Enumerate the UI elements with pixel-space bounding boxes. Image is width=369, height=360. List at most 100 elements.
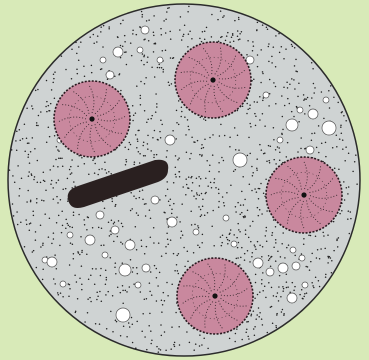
stipple-dot <box>50 103 52 105</box>
stipple-dot <box>275 35 277 37</box>
stipple-dot <box>132 324 134 326</box>
stipple-dot <box>350 218 352 220</box>
stipple-dot <box>249 104 251 106</box>
stipple-dot <box>245 216 247 218</box>
stipple-dot <box>97 35 99 37</box>
stipple-dot <box>177 270 179 272</box>
stipple-dot <box>68 225 70 227</box>
stipple-dot <box>158 64 160 66</box>
stipple-dot <box>37 125 39 127</box>
stipple-dot <box>201 41 203 43</box>
stipple-dot <box>337 246 339 248</box>
stipple-dot <box>282 309 284 311</box>
stipple-dot <box>30 222 32 224</box>
stipple-dot <box>126 161 128 163</box>
stipple-dot <box>158 348 160 350</box>
bubble <box>297 107 303 113</box>
stipple-dot <box>30 201 32 203</box>
stipple-dot <box>108 171 110 173</box>
stipple-dot <box>202 31 204 33</box>
stipple-dot <box>24 123 26 125</box>
bubble <box>193 229 199 235</box>
stipple-dot <box>166 11 168 13</box>
stipple-dot <box>187 260 189 262</box>
stipple-dot <box>266 161 268 163</box>
stipple-dot <box>166 156 168 158</box>
stipple-dot <box>253 45 255 47</box>
stipple-dot <box>235 333 237 335</box>
stipple-dot <box>137 138 139 140</box>
stipple-dot <box>176 264 178 266</box>
stipple-dot <box>173 344 175 346</box>
stipple-dot <box>36 125 38 127</box>
stipple-dot <box>338 237 340 239</box>
stipple-dot <box>305 266 307 268</box>
stipple-dot <box>273 246 275 248</box>
bubble <box>116 308 130 322</box>
stipple-dot <box>278 300 280 302</box>
stipple-dot <box>157 139 159 141</box>
stipple-dot <box>86 229 88 231</box>
stipple-dot <box>28 142 30 144</box>
stipple-dot <box>156 103 158 105</box>
stipple-dot <box>135 134 137 136</box>
stipple-dot <box>276 296 278 298</box>
stipple-dot <box>259 209 261 211</box>
stipple-dot <box>83 219 85 221</box>
stipple-dot <box>154 76 156 78</box>
bubble <box>157 57 163 63</box>
bubble <box>167 217 177 227</box>
stipple-dot <box>310 235 312 237</box>
bubble <box>165 135 175 145</box>
stipple-dot <box>30 151 32 153</box>
stipple-dot <box>287 98 289 100</box>
stipple-dot <box>48 105 50 107</box>
stipple-dot <box>251 256 253 258</box>
stipple-dot <box>206 160 208 162</box>
stipple-dot <box>217 19 219 21</box>
stipple-dot <box>251 190 253 192</box>
stipple-dot <box>218 162 220 164</box>
stipple-dot <box>178 171 180 173</box>
stipple-dot <box>173 203 175 205</box>
stipple-dot <box>125 164 127 166</box>
stipple-dot <box>251 314 253 316</box>
stipple-dot <box>110 234 112 236</box>
stipple-dot <box>298 82 300 84</box>
stipple-dot <box>62 189 64 191</box>
stipple-dot <box>106 172 108 174</box>
stipple-dot <box>203 337 205 339</box>
stipple-dot <box>283 86 285 88</box>
stipple-dot <box>239 33 241 35</box>
stipple-dot <box>53 198 55 200</box>
stipple-dot <box>235 149 237 151</box>
stipple-dot <box>252 50 254 52</box>
stipple-dot <box>36 202 38 204</box>
rosette <box>177 258 253 334</box>
stipple-dot <box>137 130 139 132</box>
stipple-dot <box>283 314 285 316</box>
stipple-dot <box>197 225 199 227</box>
stipple-dot <box>150 118 152 120</box>
stipple-dot <box>186 331 188 333</box>
stipple-dot <box>73 211 75 213</box>
stipple-dot <box>56 182 58 184</box>
stipple-dot <box>141 16 143 18</box>
stipple-dot <box>48 127 50 129</box>
stipple-dot <box>250 126 252 128</box>
stipple-dot <box>153 32 155 34</box>
stipple-dot <box>323 118 325 120</box>
stipple-dot <box>101 301 103 303</box>
stipple-dot <box>311 97 313 99</box>
stipple-dot <box>219 135 221 137</box>
stipple-dot <box>237 30 239 32</box>
stipple-dot <box>209 171 211 173</box>
stipple-dot <box>21 178 23 180</box>
bubble <box>96 211 104 219</box>
stipple-dot <box>19 188 21 190</box>
stipple-dot <box>270 306 272 308</box>
stipple-dot <box>259 144 261 146</box>
stipple-dot <box>229 338 231 340</box>
stipple-dot <box>294 286 296 288</box>
stipple-dot <box>237 36 239 38</box>
